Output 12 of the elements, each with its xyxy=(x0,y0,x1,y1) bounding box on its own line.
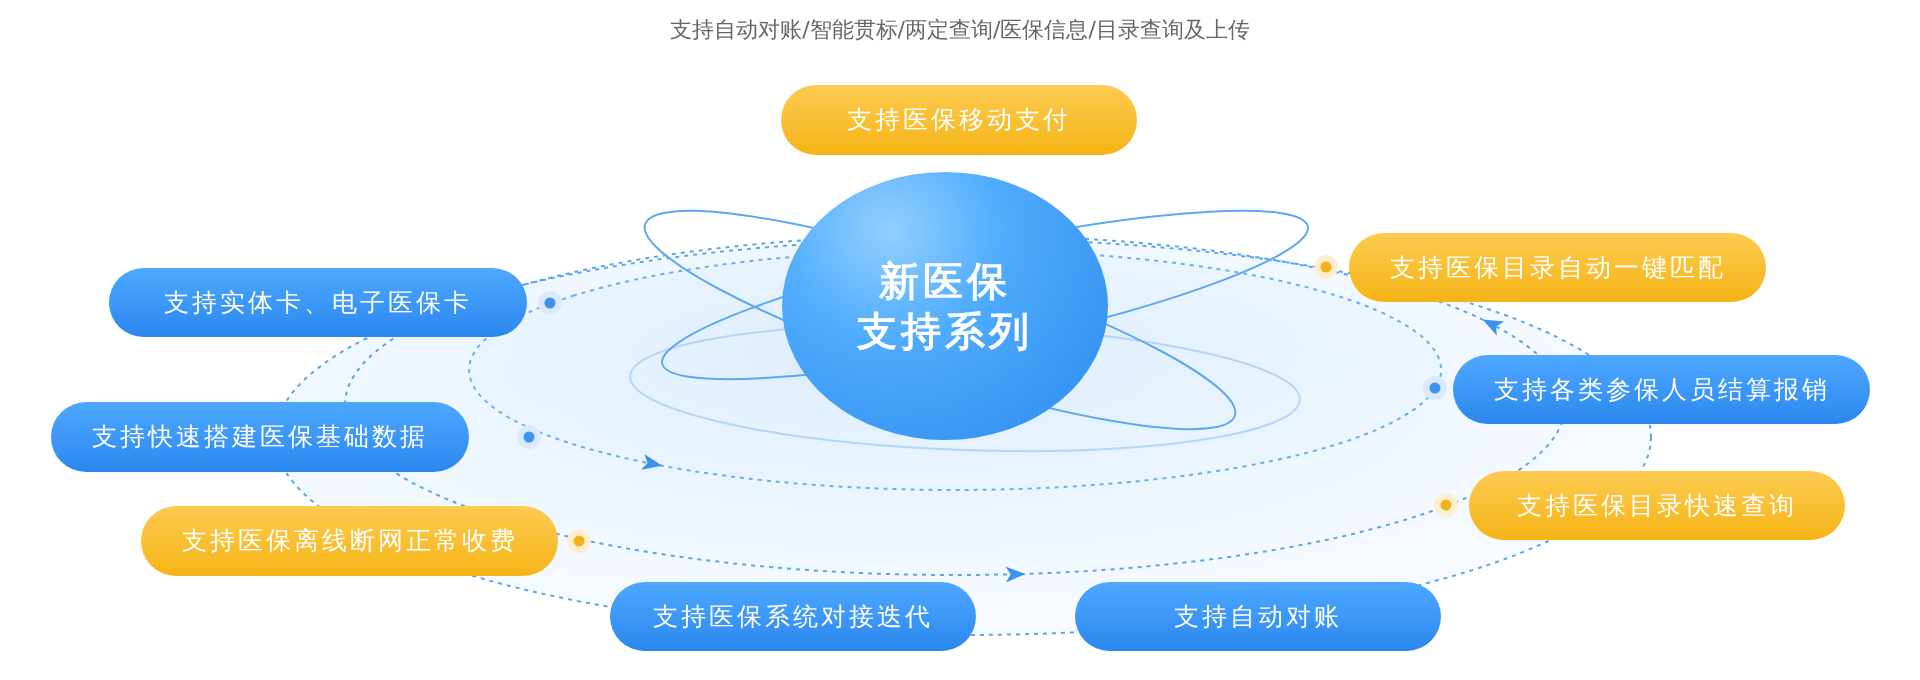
feature-pill: 支持医保目录自动一键匹配 xyxy=(1349,233,1766,302)
diagram-title: 支持自动对账/智能贯标/两定查询/医保信息/目录查询及上传 xyxy=(670,16,1250,44)
center-title-text: 支持系列 xyxy=(857,307,1033,356)
center-title-text: 新医保 xyxy=(879,257,1011,306)
feature-pill: 支持医保移动支付 xyxy=(781,85,1137,155)
feature-pill: 支持各类参保人员结算报销 xyxy=(1453,355,1870,424)
feature-pill: 支持医保离线断网正常收费 xyxy=(141,506,558,576)
feature-pill: 支持实体卡、电子医保卡 xyxy=(109,268,527,337)
feature-pill: 支持自动对账 xyxy=(1075,582,1441,651)
feature-pill: 支持医保系统对接迭代 xyxy=(610,582,976,651)
feature-pill: 支持快速搭建医保基础数据 xyxy=(51,402,469,472)
feature-pill: 支持医保目录快速查询 xyxy=(1469,471,1845,540)
